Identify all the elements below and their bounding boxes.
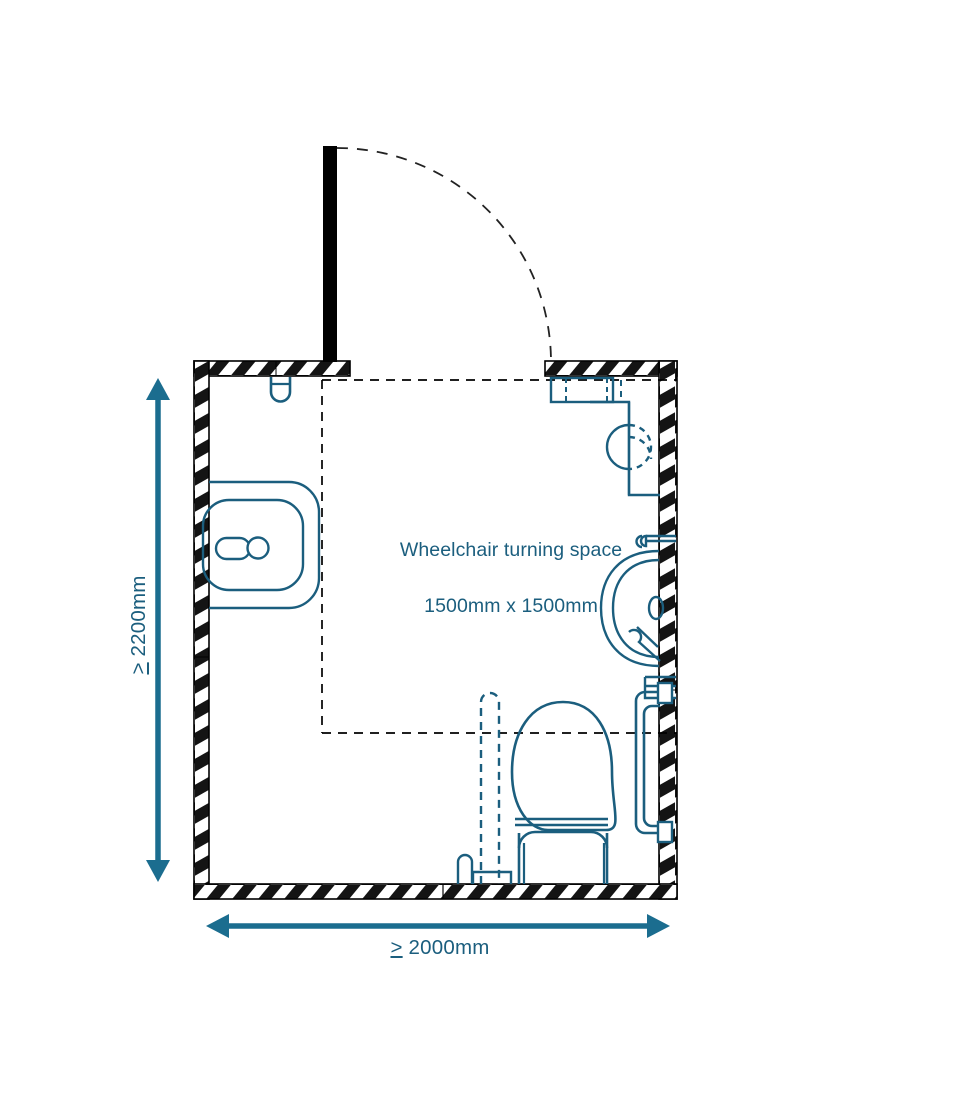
- greater-equal-symbol-height: >: [127, 662, 150, 675]
- width-dimension-value: 2000mm: [408, 936, 490, 959]
- greater-equal-symbol-width: >: [390, 936, 403, 959]
- coat-hook: [269, 377, 292, 403]
- washbasin-right: [599, 534, 676, 700]
- basin-tap-left: [214, 536, 252, 561]
- washbasin-left: [201, 480, 321, 610]
- wall-top-right: [544, 360, 678, 377]
- basin-plug-left: [246, 536, 270, 560]
- wall-top-left: [193, 360, 351, 377]
- door-leaf: [323, 146, 337, 362]
- height-dimension-value: 2200mm: [127, 575, 150, 657]
- wall-bottom: [193, 883, 678, 900]
- corner-shelf-unit: [590, 380, 660, 497]
- turning-space-label: Wheelchair turning space 1500mm x 1500mm: [322, 508, 678, 648]
- door-assembly: [323, 146, 552, 363]
- room-walls: [193, 360, 678, 900]
- partition-lines: [522, 843, 606, 884]
- width-dimension-arrow: [206, 914, 670, 938]
- vertical-grab-rail: [479, 691, 501, 884]
- door-side-dispenser: [549, 376, 615, 404]
- turning-space-line1: Wheelchair turning space: [399, 539, 623, 561]
- height-dimension-arrow: [146, 378, 170, 882]
- door-swing-arc: [336, 147, 552, 363]
- width-dimension-label: > 2000mm: [240, 936, 640, 960]
- turning-space-line2: 1500mm x 1500mm: [424, 595, 598, 617]
- rail-floor-fixing: [456, 853, 513, 884]
- wc-toilet: [510, 700, 617, 884]
- drop-down-grab-rail: [634, 681, 674, 844]
- wall-left: [193, 360, 210, 900]
- height-dimension-label: > 2200mm: [127, 475, 151, 775]
